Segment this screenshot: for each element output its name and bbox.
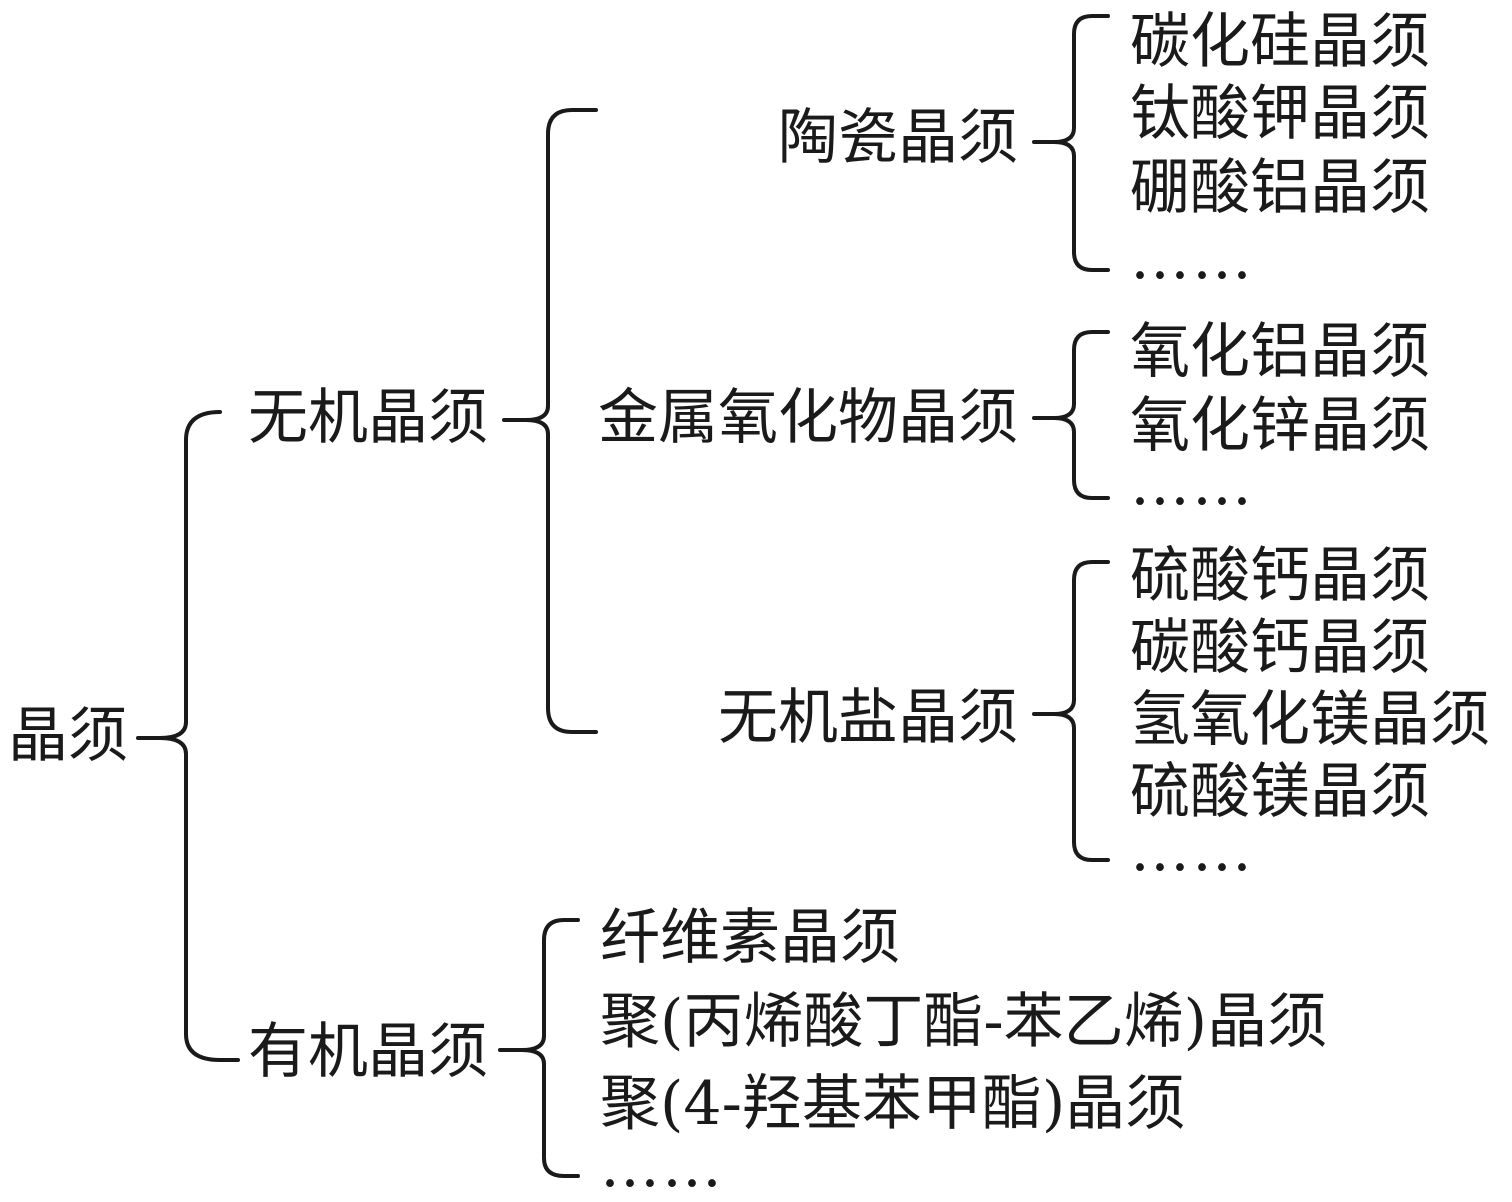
leaf-item: 聚(丙烯酸丁酯-苯乙烯)晶须 [600,987,1328,1057]
ellipsis: …… [1130,449,1254,519]
organic-brace [498,918,580,1178]
leaf-item: 碳酸钙晶须 [1130,613,1430,683]
leaf-item: 聚(4-羟基苯甲酯)晶须 [600,1069,1186,1139]
ellipsis: …… [1130,815,1254,885]
metal-oxide-whisker-label: 金属氧化物晶须 [598,383,1018,453]
inorganic-salt-brace [1032,560,1110,862]
leaf-item: 硫酸钙晶须 [1130,541,1430,611]
leaf-item: 氧化铝晶须 [1130,317,1430,387]
inorganic-salt-whisker-label: 无机盐晶须 [718,683,1018,753]
leaf-item: 钛酸钾晶须 [1130,79,1430,149]
leaf-item: 氢氧化镁晶须 [1130,685,1490,755]
leaf-item: 纤维素晶须 [600,903,900,973]
ellipsis: …… [600,1131,724,1201]
inorganic-whisker-label: 无机晶须 [248,383,488,453]
inorganic-brace [502,108,598,734]
root-label: 晶须 [8,701,128,771]
ellipsis: …… [1130,223,1254,293]
leaf-item: 氧化锌晶须 [1130,391,1430,461]
organic-whisker-label: 有机晶须 [248,1017,488,1087]
root-brace [136,410,240,1062]
leaf-item: 碳化硅晶须 [1130,7,1430,77]
leaf-item: 硫酸镁晶须 [1130,757,1430,827]
leaf-item: 硼酸铝晶须 [1130,153,1430,223]
ceramic-whisker-label: 陶瓷晶须 [778,103,1018,173]
metal-oxide-brace [1032,330,1110,500]
ceramic-brace [1032,14,1110,272]
